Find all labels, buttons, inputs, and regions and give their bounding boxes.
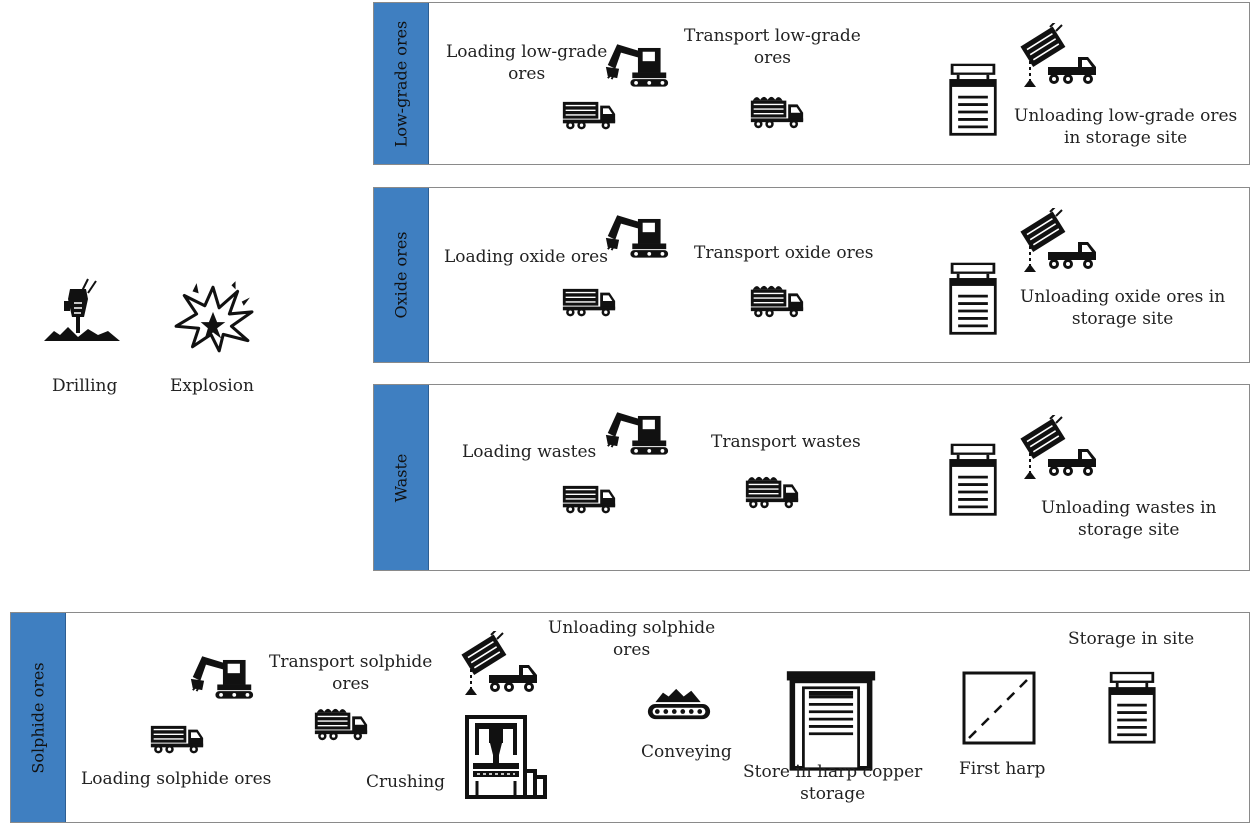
category-label: Oxide ores	[391, 231, 411, 319]
truck-icon	[561, 481, 617, 515]
storage-icon	[947, 260, 999, 336]
drilling-icon	[44, 272, 124, 352]
excavator-icon	[604, 407, 670, 457]
transport-label: Transport wastes	[711, 432, 861, 452]
crusher-icon	[463, 711, 547, 801]
conveying-label: Conveying	[641, 742, 732, 762]
first-harp-label: First harp	[959, 759, 1046, 779]
dump-truck-icon	[1020, 415, 1100, 481]
loaded-truck-icon	[749, 91, 805, 129]
transport-label: Transport oxide ores	[694, 243, 874, 263]
storage-icon	[947, 441, 999, 517]
category-label: Waste	[391, 453, 411, 502]
loaded-truck-icon	[749, 280, 805, 318]
dump-truck-icon	[1020, 23, 1100, 89]
panel-oxide-ores: Oxide ores Loading oxide ores Transport …	[373, 187, 1250, 363]
dump-truck-icon	[1020, 208, 1100, 274]
panel-solphide-ores: Solphide ores Loading solphide ores Tran…	[10, 612, 1250, 823]
panel-waste: Waste Loading wastes Transport wastes Un…	[373, 384, 1250, 571]
storage-icon	[947, 61, 999, 137]
category-bar-low-grade: Low-grade ores	[374, 3, 429, 164]
loading-label: Loading solphide ores	[81, 769, 272, 789]
storage-label: Storage in site	[1068, 629, 1195, 649]
dump-truck-icon	[461, 631, 541, 697]
explosion-label: Explosion	[170, 376, 254, 396]
harp-icon	[961, 670, 1037, 746]
loaded-truck-icon	[313, 703, 369, 741]
storage-icon	[1106, 670, 1158, 744]
loaded-truck-icon	[744, 471, 800, 509]
conveyor-icon	[646, 685, 712, 723]
excavator-icon	[189, 651, 255, 701]
excavator-icon	[604, 210, 670, 260]
category-label: Solphide ores	[28, 661, 48, 774]
loading-label: Loading oxide ores	[444, 247, 608, 267]
category-label: Low-grade ores	[391, 20, 411, 147]
truck-icon	[561, 97, 617, 131]
drilling-label: Drilling	[52, 376, 118, 396]
category-bar-oxide: Oxide ores	[374, 188, 429, 362]
loading-label: Loading wastes	[462, 442, 597, 462]
category-bar-waste: Waste	[374, 385, 429, 570]
crushing-label: Crushing	[366, 772, 446, 792]
truck-icon	[149, 721, 205, 755]
excavator-icon	[604, 39, 670, 89]
explosion-icon	[172, 280, 254, 354]
warehouse-icon	[785, 669, 877, 771]
truck-icon	[561, 284, 617, 318]
category-bar-solphide: Solphide ores	[11, 613, 66, 822]
